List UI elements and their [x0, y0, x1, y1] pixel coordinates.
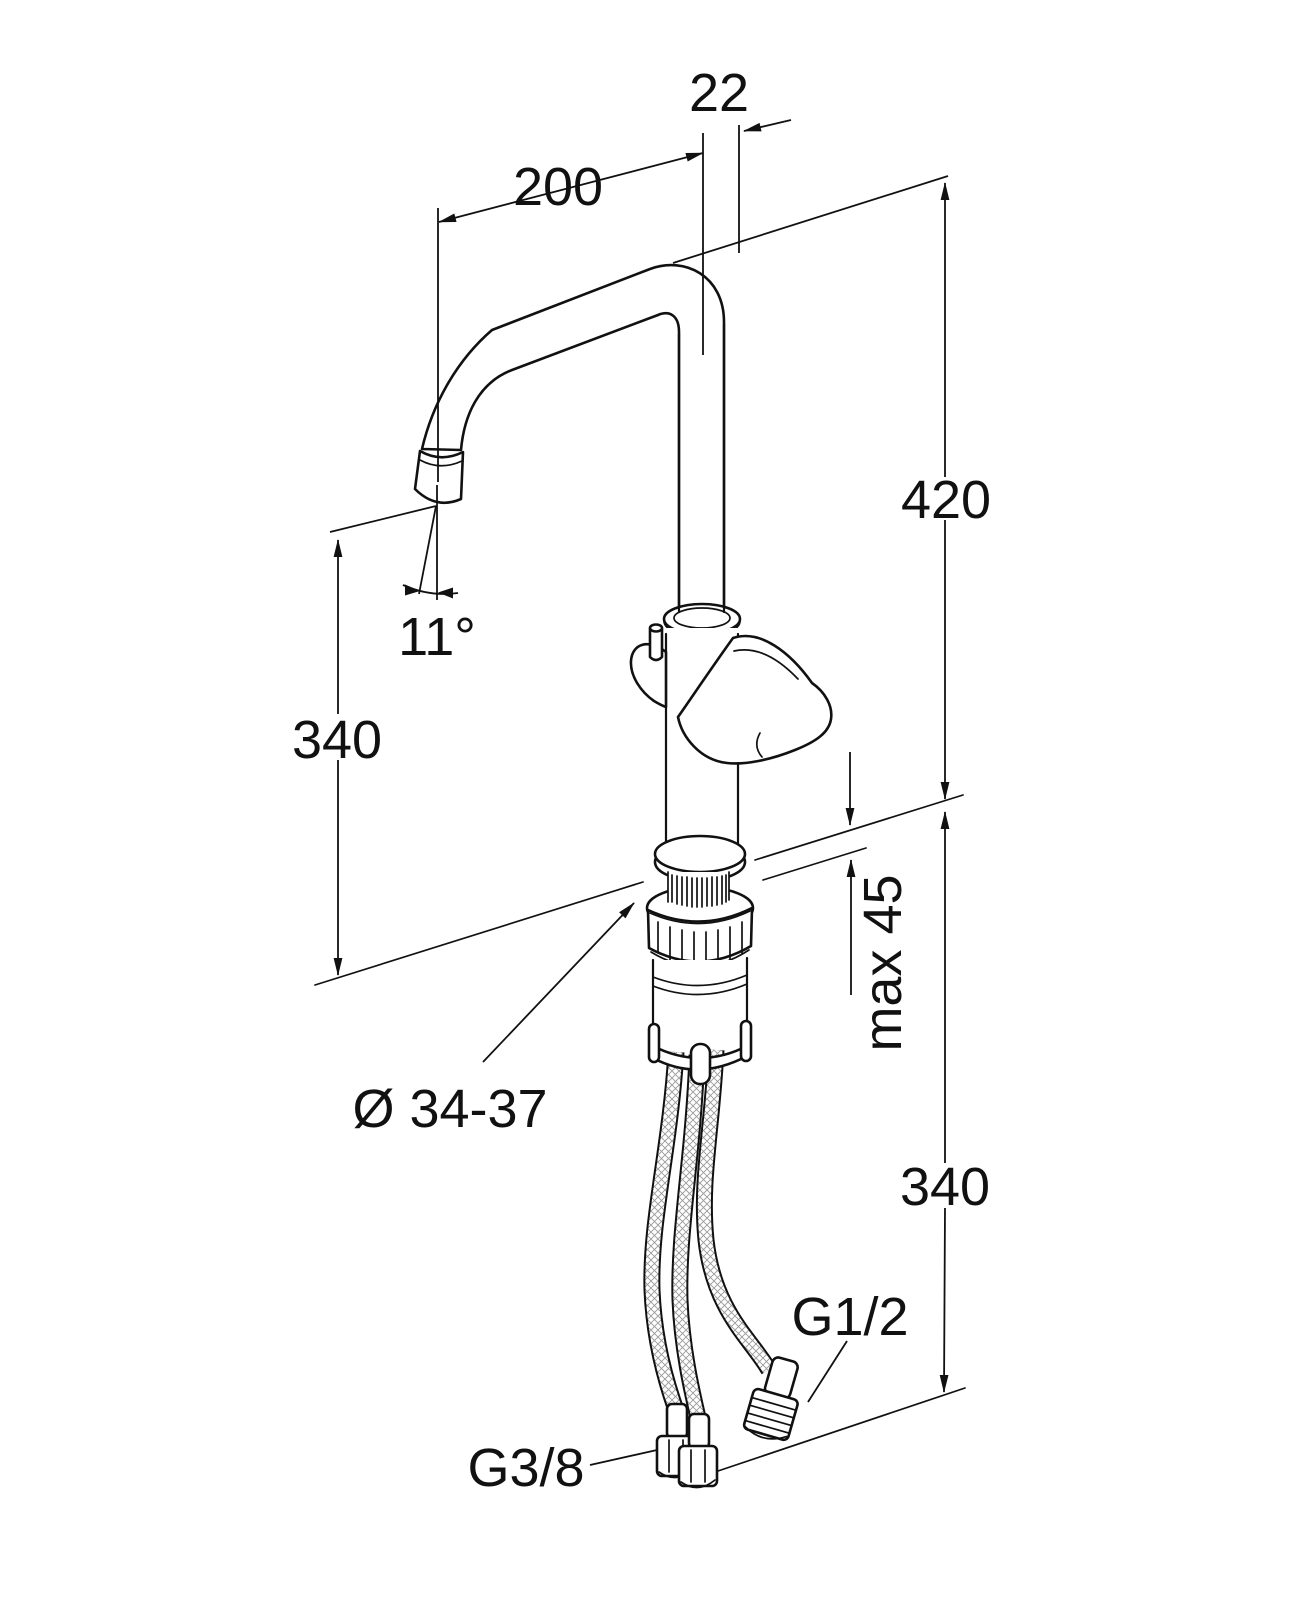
hose-guide-tab-right — [739, 1019, 753, 1063]
side-pin — [648, 623, 664, 662]
dim-label-22: 22 — [689, 63, 749, 123]
dim-label-hole-diameter: Ø 34-37 — [352, 1079, 547, 1139]
dim-label-g38: G3/8 — [467, 1438, 584, 1498]
faucet — [413, 263, 833, 1489]
dim-height-420: 420 — [672, 175, 991, 800]
mounting-flange — [653, 834, 747, 883]
threaded-shank — [667, 871, 730, 908]
dim-label-g12: G1/2 — [791, 1287, 908, 1347]
label-g12-connection: G1/2 — [791, 1287, 909, 1403]
dim-spout-angle: 11° — [329, 485, 476, 667]
g12-fitting — [742, 1356, 799, 1442]
dim-label-200: 200 — [513, 157, 603, 217]
dim-label-340-right: 340 — [900, 1157, 990, 1217]
deck-surface-lines — [314, 794, 966, 1473]
dim-label-340-left: 340 — [292, 710, 382, 770]
dim-label-11deg: 11° — [398, 607, 476, 667]
dim-label-420: 420 — [901, 470, 991, 530]
g38-fitting-right — [677, 1412, 719, 1489]
spout-aerator — [413, 449, 465, 505]
dim-label-max45: max 45 — [853, 874, 913, 1051]
dim-pipe-diameter: 22 — [689, 63, 792, 355]
hose-guide-tab-left — [647, 1022, 661, 1064]
dim-max-deck-thickness: max 45 — [845, 752, 913, 1052]
label-g38-connection: G3/8 — [467, 1438, 658, 1498]
riser-pipe — [677, 322, 726, 614]
hose-guide-tab-center — [689, 1042, 712, 1086]
dim-outlet-height: 340 — [292, 539, 382, 976]
spout-tube — [420, 263, 726, 618]
housing-bottom — [647, 1019, 753, 1086]
lever-handle — [676, 634, 833, 765]
supply-hoses — [643, 1049, 777, 1424]
dim-hole-diameter: Ø 34-37 — [352, 902, 635, 1139]
dim-spout-reach: 200 — [437, 152, 704, 482]
mounting-nut — [646, 906, 754, 971]
dim-hose-length: 340 — [900, 811, 990, 1393]
